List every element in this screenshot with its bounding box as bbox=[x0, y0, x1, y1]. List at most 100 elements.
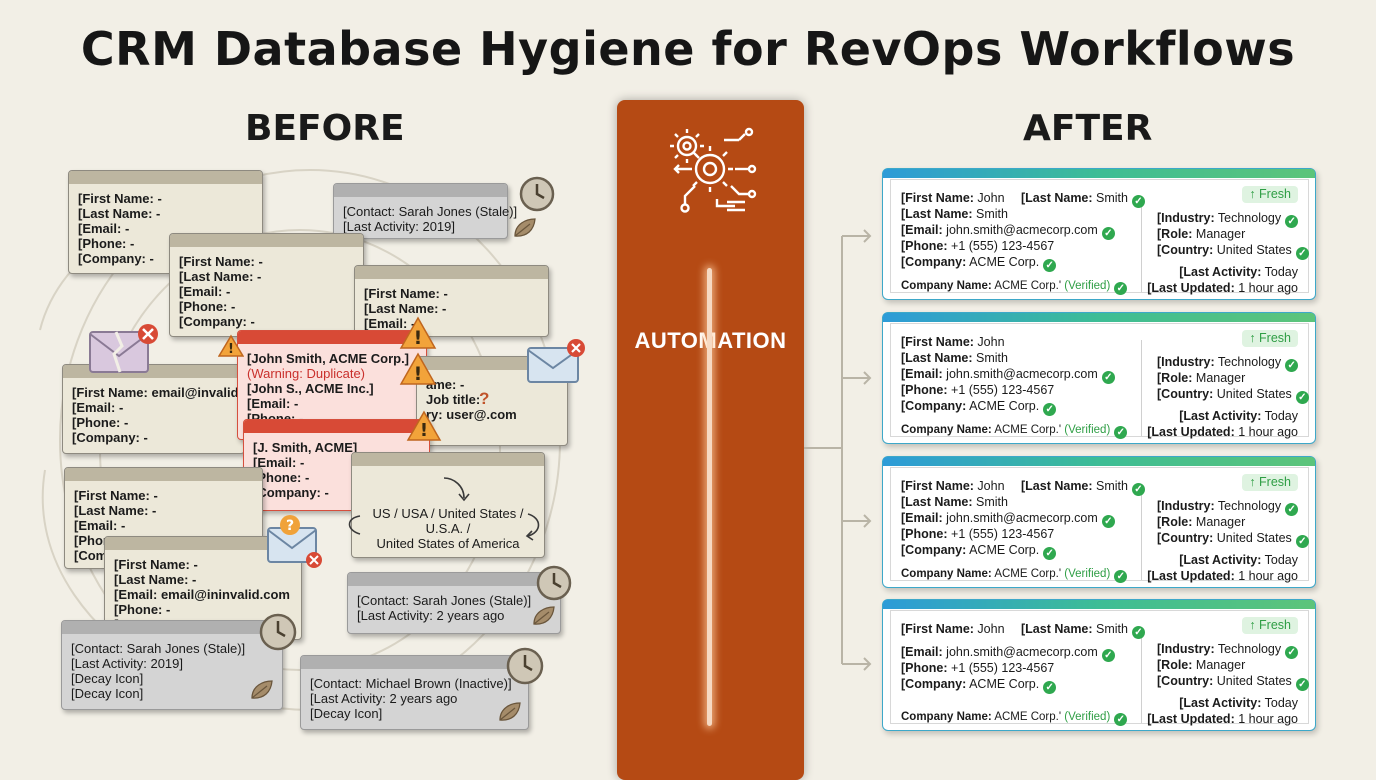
field-label: [Last Name: bbox=[901, 207, 973, 221]
field-value: Smith bbox=[1096, 622, 1128, 636]
verified-check-icon: ✓ bbox=[1295, 535, 1309, 548]
field-label: [First Name: bbox=[901, 479, 974, 493]
field-value: Today bbox=[1264, 696, 1298, 710]
automation-beam bbox=[707, 268, 712, 726]
verified-label: (Verified) bbox=[1064, 711, 1111, 723]
verified-check-icon: ✓ bbox=[1131, 626, 1145, 639]
record-field: [Decay Icon] bbox=[71, 686, 144, 701]
field-email: [Email: john.smith@acmecorp.com✓ bbox=[901, 222, 1115, 240]
verified-check-icon: ✓ bbox=[1114, 282, 1128, 295]
field-value: +1 (555) 123-4567 bbox=[951, 527, 1055, 541]
verified-label: (Verified) bbox=[1064, 280, 1111, 292]
field-label: [Email: bbox=[901, 367, 943, 381]
field-label: [Last Updated: bbox=[1147, 281, 1235, 295]
field-label: [Industry: bbox=[1157, 211, 1215, 225]
field-label: Company Name: bbox=[901, 280, 992, 292]
field-company: [Company: ACME Corp.✓ bbox=[901, 676, 1057, 694]
verified-check-icon: ✓ bbox=[1295, 391, 1309, 404]
field-label: [Company: bbox=[901, 677, 967, 691]
after-record-card: [First Name: John[Last Name: Smith✓[Emai… bbox=[882, 599, 1316, 731]
field-first-name: [First Name: John bbox=[901, 334, 1005, 350]
field-value: ACME Corp. bbox=[969, 255, 1040, 269]
field-value: 1 hour ago bbox=[1238, 569, 1298, 583]
field-role: [Role: Manager bbox=[1157, 226, 1245, 242]
record-field: [Decay Icon] bbox=[310, 706, 383, 721]
field-value: +1 (555) 123-4567 bbox=[951, 239, 1055, 253]
record-field: [John Smith, ACME Corp.] bbox=[247, 351, 410, 366]
field-label: [First Name: bbox=[901, 335, 974, 349]
field-last-activity: [Last Activity: Today bbox=[1179, 552, 1298, 568]
verified-check-icon: ✓ bbox=[1295, 247, 1309, 260]
before-record-card: [Contact: Sarah Jones (Stale)][Last Acti… bbox=[333, 183, 518, 239]
card-header bbox=[244, 420, 429, 433]
field-label: [Role: bbox=[1157, 227, 1193, 241]
field-value: 1 hour ago bbox=[1238, 425, 1298, 439]
field-last-name: [Last Name: Smith✓ bbox=[1021, 621, 1145, 639]
field-last-updated: [Last Updated: 1 hour ago bbox=[1147, 711, 1298, 727]
svg-text:?: ? bbox=[286, 518, 294, 534]
field-label: [Last Updated: bbox=[1147, 569, 1235, 583]
svg-text:!: ! bbox=[228, 342, 234, 357]
field-label: [First Name: bbox=[901, 622, 974, 636]
record-field: [Email: email@ininvalid.com bbox=[114, 587, 290, 602]
before-record-card: [First Name: -[Last Name: -[Email: -[Pho… bbox=[68, 170, 263, 274]
verified-label: (Verified) bbox=[1064, 568, 1111, 580]
field-label: [Industry: bbox=[1157, 499, 1215, 513]
output-connectors bbox=[804, 229, 872, 671]
field-value: ACME Corp.' bbox=[994, 280, 1062, 292]
field-label: [First Name: bbox=[901, 191, 974, 205]
clock-icon bbox=[506, 647, 544, 685]
record-field: [Company: - bbox=[78, 251, 154, 266]
field-value: ACME Corp.' bbox=[994, 711, 1062, 723]
field-value: ACME Corp. bbox=[969, 399, 1040, 413]
column-divider bbox=[1141, 196, 1142, 292]
record-field: [Contact: Sarah Jones (Stale)] bbox=[343, 204, 518, 219]
verified-check-icon: ✓ bbox=[1101, 649, 1115, 662]
field-label: [Company: bbox=[901, 255, 967, 269]
record-field: [Email: - bbox=[364, 316, 416, 331]
record-field: [Last Activity: 2019] bbox=[343, 219, 456, 234]
field-last-name: [Last Name: Smith✓ bbox=[1021, 478, 1145, 496]
card-header bbox=[352, 453, 544, 466]
question-mark-icon: ? bbox=[479, 389, 490, 408]
field-industry: [Industry: Technology✓ bbox=[1157, 498, 1299, 516]
field-value: Smith bbox=[1096, 479, 1128, 493]
field-label: Company Name: bbox=[901, 424, 992, 436]
field-label: [Phone: bbox=[901, 661, 948, 675]
record-field: [Company: - bbox=[179, 314, 255, 329]
up-arrow-icon: ↑ bbox=[1249, 618, 1256, 632]
field-value: 1 hour ago bbox=[1238, 281, 1298, 295]
field-value: Technology bbox=[1217, 499, 1282, 513]
verified-check-icon: ✓ bbox=[1114, 570, 1128, 583]
record-field: [Last Name: - bbox=[364, 301, 447, 316]
record-field: US / USA / United States / bbox=[372, 506, 524, 521]
before-heading: BEFORE bbox=[245, 108, 405, 149]
verified-check-icon: ✓ bbox=[1101, 227, 1115, 240]
record-field: [Email: - bbox=[78, 221, 130, 236]
fresh-status-badge: ↑ Fresh bbox=[1242, 186, 1298, 203]
card-body: [First Name: John[Last Name: Smith✓[Last… bbox=[890, 179, 1309, 296]
before-record-card: [Contact: Michael Brown (Inactive)][Last… bbox=[300, 655, 529, 730]
record-field: [Last Activity: 2019] bbox=[71, 656, 184, 671]
record-field: (Warning: Duplicate) bbox=[247, 366, 366, 381]
record-field: [Last Name: - bbox=[179, 269, 262, 284]
field-value: John bbox=[977, 622, 1005, 636]
verified-check-icon: ✓ bbox=[1295, 678, 1309, 691]
record-field: [Email: - bbox=[179, 284, 231, 299]
field-company: [Company: ACME Corp.✓ bbox=[901, 254, 1057, 272]
field-company: [Company: ACME Corp.✓ bbox=[901, 398, 1057, 416]
warning-icon: ! bbox=[399, 316, 437, 349]
field-value: 1 hour ago bbox=[1238, 712, 1298, 726]
field-last-name: [Last Name: Smith bbox=[901, 206, 1008, 222]
field-value: Manager bbox=[1195, 371, 1246, 385]
field-last-updated: [Last Updated: 1 hour ago bbox=[1147, 280, 1298, 296]
field-value: Smith bbox=[976, 207, 1008, 221]
before-record-card: [Contact: Sarah Jones (Stale)][Last Acti… bbox=[347, 572, 561, 634]
field-value: United States bbox=[1216, 531, 1292, 545]
field-value: john.smith@acmecorp.com bbox=[946, 367, 1098, 381]
verified-check-icon: ✓ bbox=[1285, 646, 1299, 659]
question-email-icon: ? bbox=[267, 515, 322, 568]
verified-check-icon: ✓ bbox=[1043, 681, 1057, 694]
field-value: john.smith@acmecorp.com bbox=[946, 645, 1098, 659]
field-label: [Last Activity: bbox=[1179, 696, 1262, 710]
